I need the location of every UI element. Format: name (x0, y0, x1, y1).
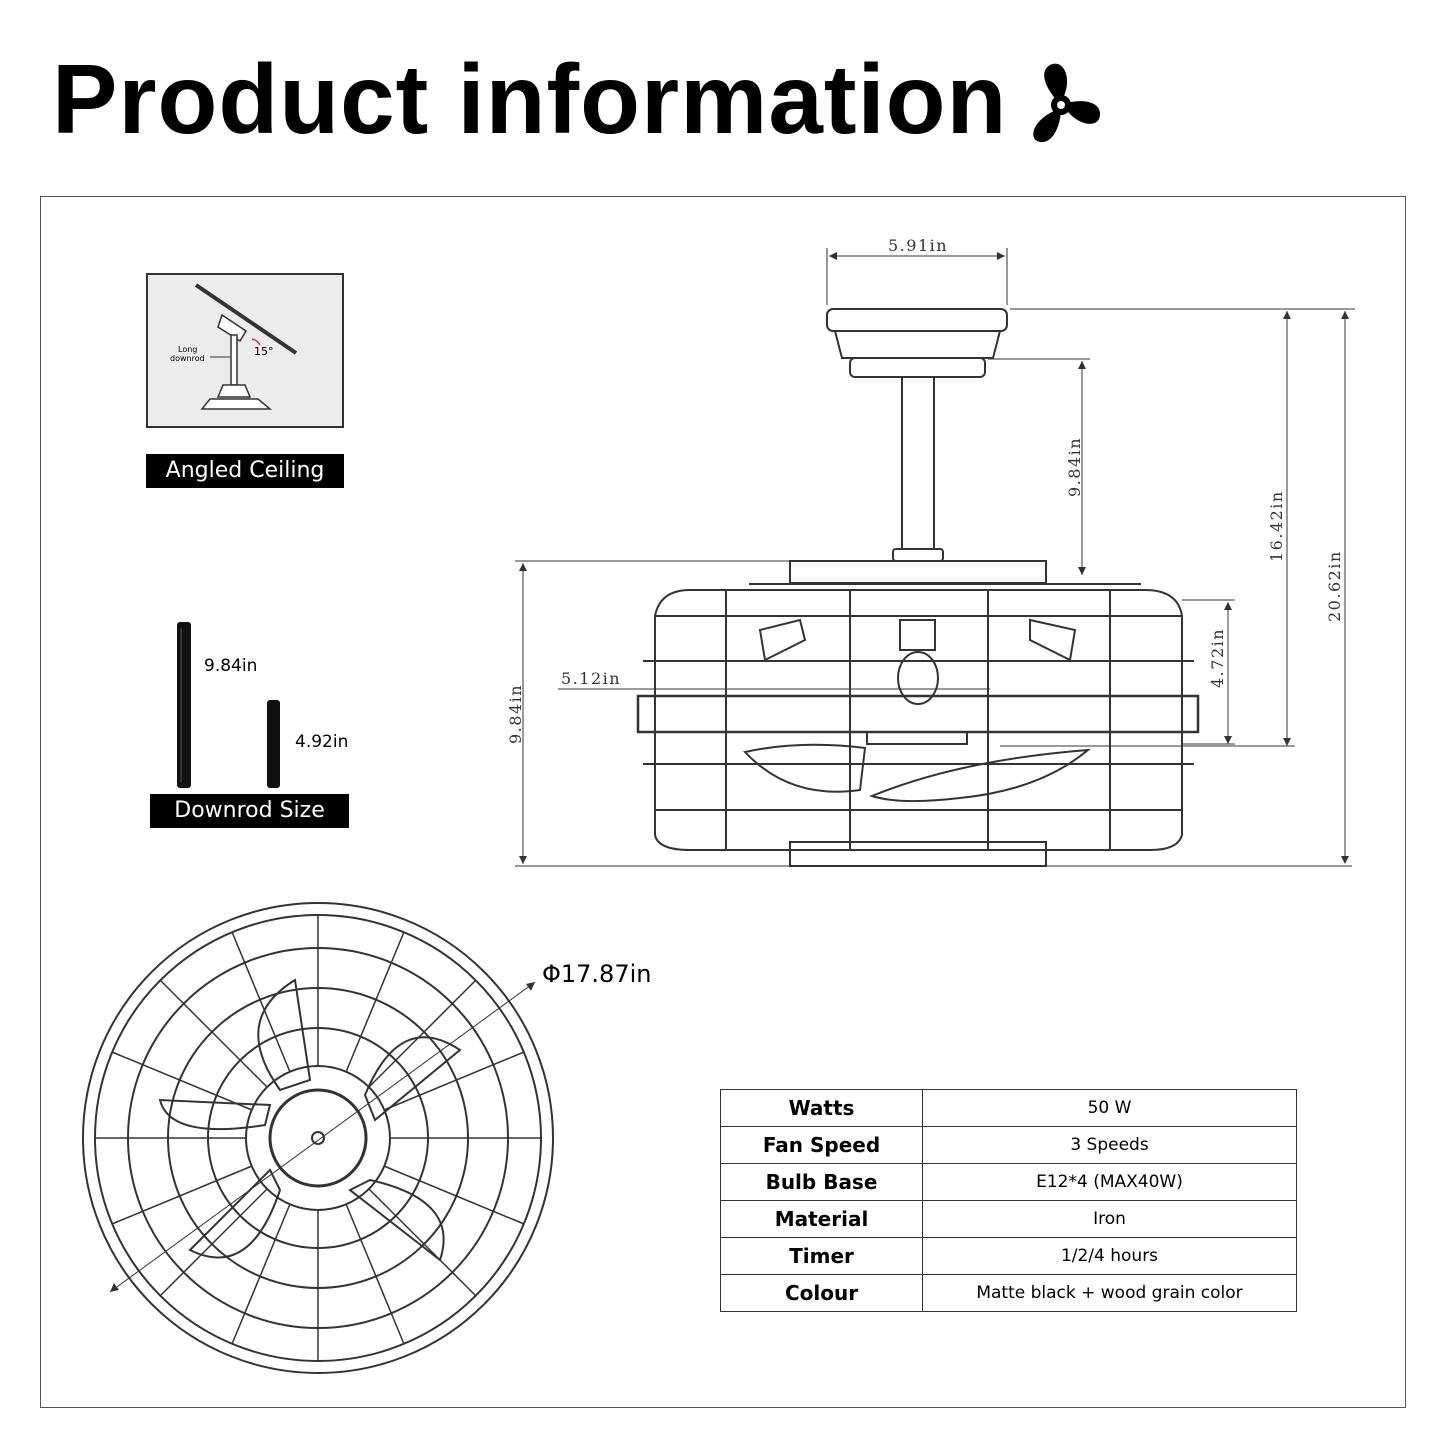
downrod-size-label: Downrod Size (150, 794, 349, 828)
page-title: Product information (52, 44, 1008, 154)
diagram-frame (40, 196, 1406, 1408)
spec-value: Matte black + wood grain color (922, 1274, 1297, 1312)
spec-key: Colour (720, 1274, 923, 1312)
light-width-label: 5.12in (561, 669, 621, 688)
spec-value: 3 Speeds (922, 1126, 1297, 1164)
diameter-label: Φ17.87in (542, 960, 652, 988)
downrod-long-label: 9.84in (204, 656, 258, 676)
fan-icon (1033, 63, 1100, 143)
spec-value: 50 W (922, 1089, 1297, 1127)
inset-text-long: Long (178, 345, 197, 354)
spec-key: Fan Speed (720, 1126, 923, 1164)
inset-angle-label: 15° (254, 345, 274, 358)
canopy-to-blade-label: 16.42in (1267, 490, 1286, 562)
downrod-illustration (177, 622, 280, 788)
inset-text-downrod: downrod (170, 354, 205, 363)
downrod-drop-label: 9.84in (1065, 437, 1084, 497)
angled-ceiling-illustration: Long downrod 15° (146, 273, 344, 428)
body-height-label: 9.84in (506, 684, 525, 744)
downrod-short-label: 4.92in (295, 732, 349, 752)
canopy-width-label: 5.91in (888, 236, 948, 255)
spec-key: Material (720, 1200, 923, 1238)
spec-value: Iron (922, 1200, 1297, 1238)
fan-bottom-view (82, 902, 554, 1374)
angled-ceiling-label: Angled Ceiling (146, 454, 344, 488)
spec-value: E12*4 (MAX40W) (922, 1163, 1297, 1201)
spec-key: Watts (720, 1089, 923, 1127)
spec-key: Timer (720, 1237, 923, 1275)
spec-key: Bulb Base (720, 1163, 923, 1201)
spec-value: 1/2/4 hours (922, 1237, 1297, 1275)
total-height-label: 20.62in (1325, 550, 1344, 622)
light-height-label: 4.72in (1208, 628, 1227, 688)
